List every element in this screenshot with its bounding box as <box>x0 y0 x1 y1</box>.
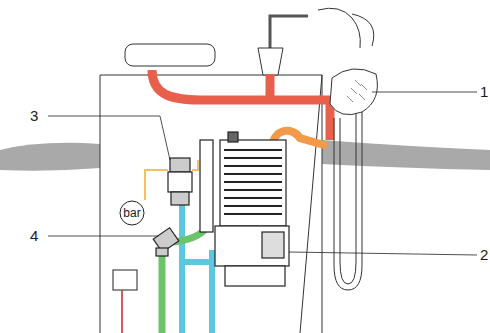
callout-number: 3 <box>30 108 38 124</box>
pressure-regulator <box>168 158 192 205</box>
callout-number: 2 <box>480 247 488 263</box>
gauge-unit: bar <box>123 207 140 219</box>
spray-handpiece <box>330 69 377 115</box>
junction-box <box>113 270 137 290</box>
instrument-hose <box>318 8 374 290</box>
callout-number: 4 <box>30 228 38 244</box>
shutoff-valve <box>153 228 179 256</box>
drain-pipe <box>152 70 330 140</box>
pressure-gauge: bar <box>119 200 145 226</box>
callout-number: 1 <box>480 84 488 100</box>
cup-filler <box>258 16 308 75</box>
unit-housing <box>100 75 322 333</box>
power-cable <box>121 290 123 333</box>
gauge-circle <box>120 201 144 225</box>
leader-lines <box>48 92 477 255</box>
headrest-tray <box>125 44 215 66</box>
main-module <box>200 132 289 286</box>
